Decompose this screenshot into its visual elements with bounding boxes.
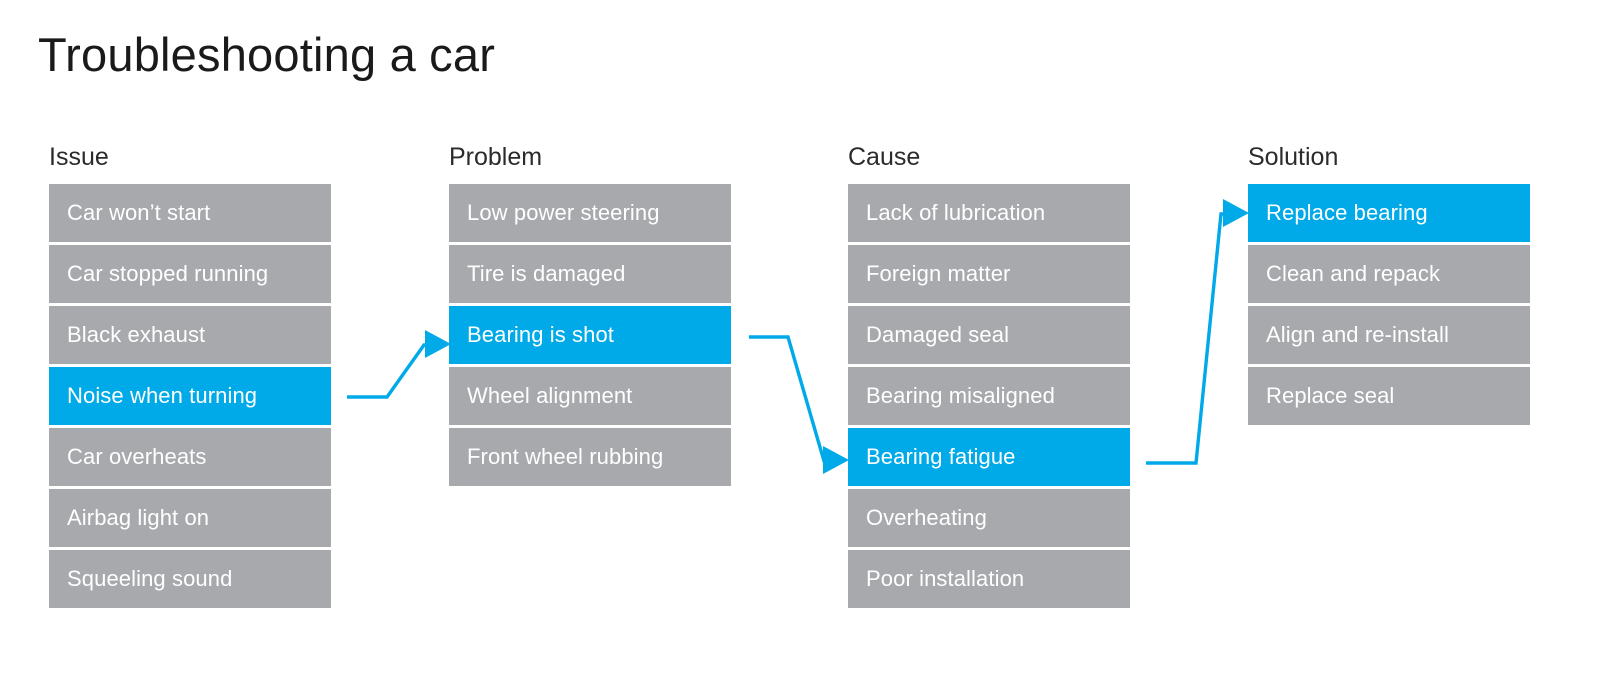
column-rows-cause: Lack of lubrication Foreign matter Damag… <box>848 184 1130 608</box>
list-item-label: Lack of lubrication <box>866 200 1046 225</box>
list-item-label: Damaged seal <box>866 322 1010 347</box>
list-item-label: Clean and repack <box>1266 261 1441 286</box>
column-rows-issue: Car won’t start Car stopped running Blac… <box>49 184 331 608</box>
column-header-problem: Problem <box>449 143 543 171</box>
list-item[interactable]: Squeeling sound <box>49 550 331 608</box>
list-item-label: Airbag light on <box>67 505 210 530</box>
list-item-label: Overheating <box>866 505 987 530</box>
connector-issue-to-problem-arrow <box>347 330 451 399</box>
arrowhead-icon <box>425 330 451 358</box>
list-item[interactable]: Front wheel rubbing <box>449 428 731 486</box>
connector-problem-to-cause-arrow <box>749 335 849 474</box>
list-item-label: Replace seal <box>1266 383 1395 408</box>
list-item[interactable]: Replace seal <box>1248 367 1530 425</box>
list-item[interactable]: Clean and repack <box>1248 245 1530 303</box>
list-item[interactable]: Car stopped running <box>49 245 331 303</box>
list-item-label: Black exhaust <box>67 322 206 347</box>
column-header-issue: Issue <box>49 143 109 171</box>
list-item-label: Front wheel rubbing <box>467 444 664 469</box>
list-item[interactable]: Align and re-install <box>1248 306 1530 364</box>
list-item[interactable]: Replace bearing <box>1248 184 1530 242</box>
list-item[interactable]: Low power steering <box>449 184 731 242</box>
list-item[interactable]: Lack of lubrication <box>848 184 1130 242</box>
list-item[interactable]: Bearing misaligned <box>848 367 1130 425</box>
list-item-label: Squeeling sound <box>67 566 233 591</box>
list-item[interactable]: Wheel alignment <box>449 367 731 425</box>
list-item-label: Tire is damaged <box>467 261 626 286</box>
list-item[interactable]: Car overheats <box>49 428 331 486</box>
list-item-label: Bearing fatigue <box>866 444 1016 469</box>
list-item[interactable]: Foreign matter <box>848 245 1130 303</box>
list-item-label: Car won’t start <box>67 200 211 225</box>
list-item[interactable]: Poor installation <box>848 550 1130 608</box>
list-item[interactable]: Noise when turning <box>49 367 331 425</box>
list-item-label: Bearing is shot <box>467 322 615 347</box>
list-item-label: Noise when turning <box>67 383 258 408</box>
list-item[interactable]: Airbag light on <box>49 489 331 547</box>
connector-cause-to-solution-arrow <box>1146 199 1249 465</box>
arrowhead-icon <box>823 446 849 474</box>
list-item-label: Replace bearing <box>1266 200 1428 225</box>
list-item[interactable]: Bearing is shot <box>449 306 731 364</box>
list-item-label: Car stopped running <box>67 261 269 286</box>
list-item[interactable]: Black exhaust <box>49 306 331 364</box>
column-header-solution: Solution <box>1248 143 1339 171</box>
list-item[interactable]: Damaged seal <box>848 306 1130 364</box>
list-item-label: Foreign matter <box>866 261 1011 286</box>
column-header-cause: Cause <box>848 143 921 171</box>
column-rows-solution: Replace bearing Clean and repack Align a… <box>1248 184 1530 425</box>
column-rows-problem: Low power steering Tire is damaged Beari… <box>449 184 731 486</box>
list-item-label: Bearing misaligned <box>866 383 1055 408</box>
list-item[interactable]: Overheating <box>848 489 1130 547</box>
list-item-label: Poor installation <box>866 566 1025 591</box>
list-item[interactable]: Tire is damaged <box>449 245 731 303</box>
list-item[interactable]: Bearing fatigue <box>848 428 1130 486</box>
page-title: Troubleshooting a car <box>38 28 496 81</box>
list-item-label: Wheel alignment <box>467 383 633 408</box>
arrowhead-icon <box>1223 199 1249 227</box>
list-item-label: Low power steering <box>467 200 660 225</box>
list-item-label: Car overheats <box>67 444 207 469</box>
list-item-label: Align and re-install <box>1266 322 1449 347</box>
list-item[interactable]: Car won’t start <box>49 184 331 242</box>
